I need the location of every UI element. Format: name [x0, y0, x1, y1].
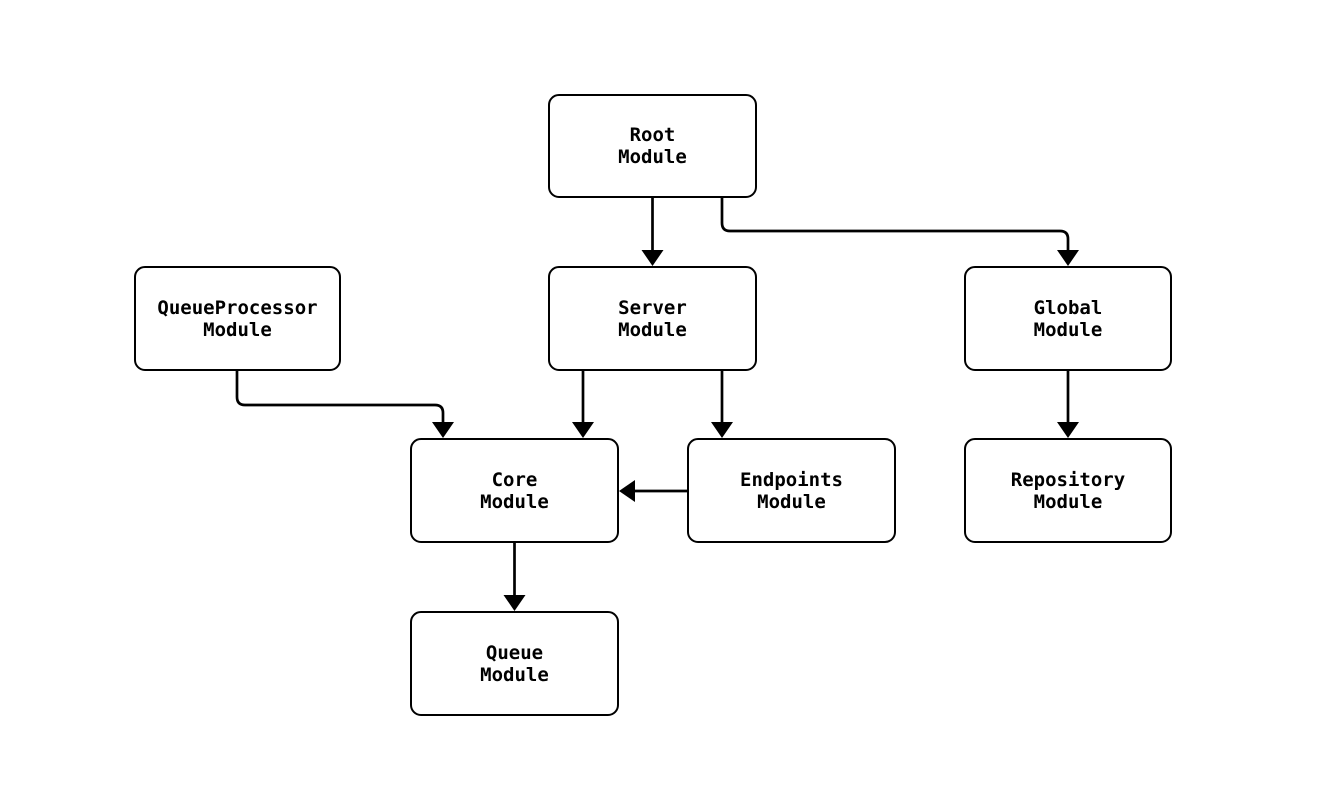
- node-label-line: Server: [618, 296, 687, 319]
- node-label-line: Queue: [485, 641, 544, 664]
- arrowhead-core-to-queue: [503, 595, 526, 611]
- arrowhead-server-to-endpoints: [711, 422, 733, 438]
- arrowhead-root-to-server: [641, 250, 664, 266]
- node-label-line: Module: [618, 146, 687, 168]
- arrowhead-endpoints-to-core: [619, 480, 635, 502]
- node-label-line: Module: [203, 318, 272, 341]
- arrowhead-root-to-global: [1057, 250, 1079, 266]
- node-label-line: Global: [1033, 296, 1103, 319]
- node-label-line: Module: [757, 490, 826, 513]
- node-label-line: QueueProcessor: [157, 296, 318, 319]
- node-label-line: Endpoints: [740, 468, 843, 491]
- edge-root-to-global: [720, 198, 1070, 252]
- node-label-line: Core: [491, 468, 538, 491]
- node-label-line: Root: [629, 124, 676, 146]
- edge-queueprocessor-to-core: [235, 371, 445, 424]
- node-label-line: Module: [618, 318, 687, 341]
- node-label-line: Module: [1033, 318, 1103, 341]
- node-label-line: Repository: [1010, 468, 1126, 491]
- arrowhead-server-to-core: [572, 422, 594, 438]
- node-label-line: Module: [480, 663, 549, 686]
- node-label-line: Module: [1033, 490, 1103, 513]
- node-label-line: Module: [480, 490, 549, 513]
- arrowhead-global-to-repository: [1057, 422, 1079, 438]
- arrowhead-queueprocessor-to-core: [432, 422, 454, 438]
